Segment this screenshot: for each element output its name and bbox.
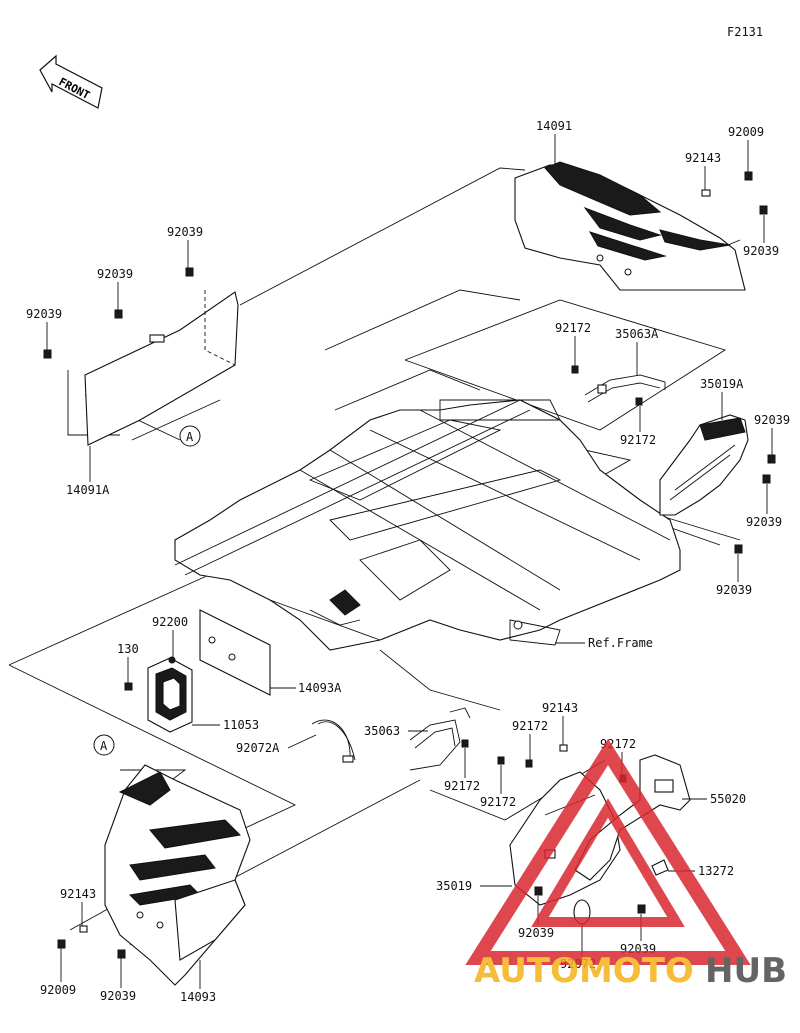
label-130: 130 [117, 642, 139, 656]
label-14091: 14091 [536, 119, 572, 133]
label-92039-b: 92039 [97, 267, 133, 281]
label-92172-a: 92172 [555, 321, 591, 335]
label-13272: 13272 [698, 864, 734, 878]
label-92009-top: 92009 [728, 125, 764, 139]
label-92039-bl: 92039 [100, 989, 136, 1003]
label-92039-c: 92039 [26, 307, 62, 321]
label-92172-f: 92172 [480, 795, 516, 809]
frame [174, 399, 681, 651]
svg-text:A: A [100, 739, 108, 753]
label-92039-bm: 92039 [518, 926, 554, 940]
label-55020: 55020 [710, 792, 746, 806]
bracket-35063 [409, 707, 471, 771]
bracket-35063a [584, 374, 666, 403]
callout-a-bottom: A [93, 734, 115, 756]
watermark-text-a: AUTOMOTO [474, 951, 694, 991]
label-92143-mid: 92143 [542, 701, 578, 715]
label-92172-e: 92172 [444, 779, 480, 793]
label-92200: 92200 [152, 615, 188, 629]
label-92172-c: 92172 [512, 719, 548, 733]
skid-plate-14091 [514, 161, 746, 291]
callout-a-top: A [179, 425, 201, 447]
label-35063: 35063 [364, 724, 400, 738]
label-92039-tr: 92039 [743, 244, 779, 258]
bracket-11053 [147, 657, 193, 733]
svg-text:A: A [186, 430, 194, 444]
label-92172-b: 92172 [620, 433, 656, 447]
label-35019a: 35019A [700, 377, 744, 391]
part-labels: 14091 92009 92143 92039 92039 92039 9203… [26, 119, 790, 1004]
label-92039-r2: 92039 [746, 515, 782, 529]
fender-35019a [659, 414, 749, 516]
figure-code: F2131 [727, 25, 763, 39]
label-92039-r3: 92039 [716, 583, 752, 597]
label-11053: 11053 [223, 718, 259, 732]
skid-plate-14093 [104, 764, 251, 986]
label-92143-bl: 92143 [60, 887, 96, 901]
front-arrow-icon: FRONT [39, 54, 103, 109]
label-35019: 35019 [436, 879, 472, 893]
plate-14093a [199, 609, 271, 696]
label-14093a: 14093A [298, 681, 342, 695]
side-panel-14091a [84, 290, 239, 446]
label-92009-bl: 92009 [40, 983, 76, 997]
label-14093: 14093 [180, 990, 216, 1004]
label-92039-r1: 92039 [754, 413, 790, 427]
watermark-text-b: HUB [705, 951, 787, 991]
label-92072a: 92072A [236, 741, 280, 755]
label-14091a: 14091A [66, 483, 110, 497]
watermark-logo: AUTOMOTO HUB [465, 738, 787, 991]
label-35063a: 35063A [615, 327, 659, 341]
label-92039-a: 92039 [167, 225, 203, 239]
ref-frame-label: Ref.Frame [588, 636, 653, 650]
band-92072a [311, 719, 356, 763]
label-92143-top: 92143 [685, 151, 721, 165]
clip-13272 [651, 859, 669, 876]
